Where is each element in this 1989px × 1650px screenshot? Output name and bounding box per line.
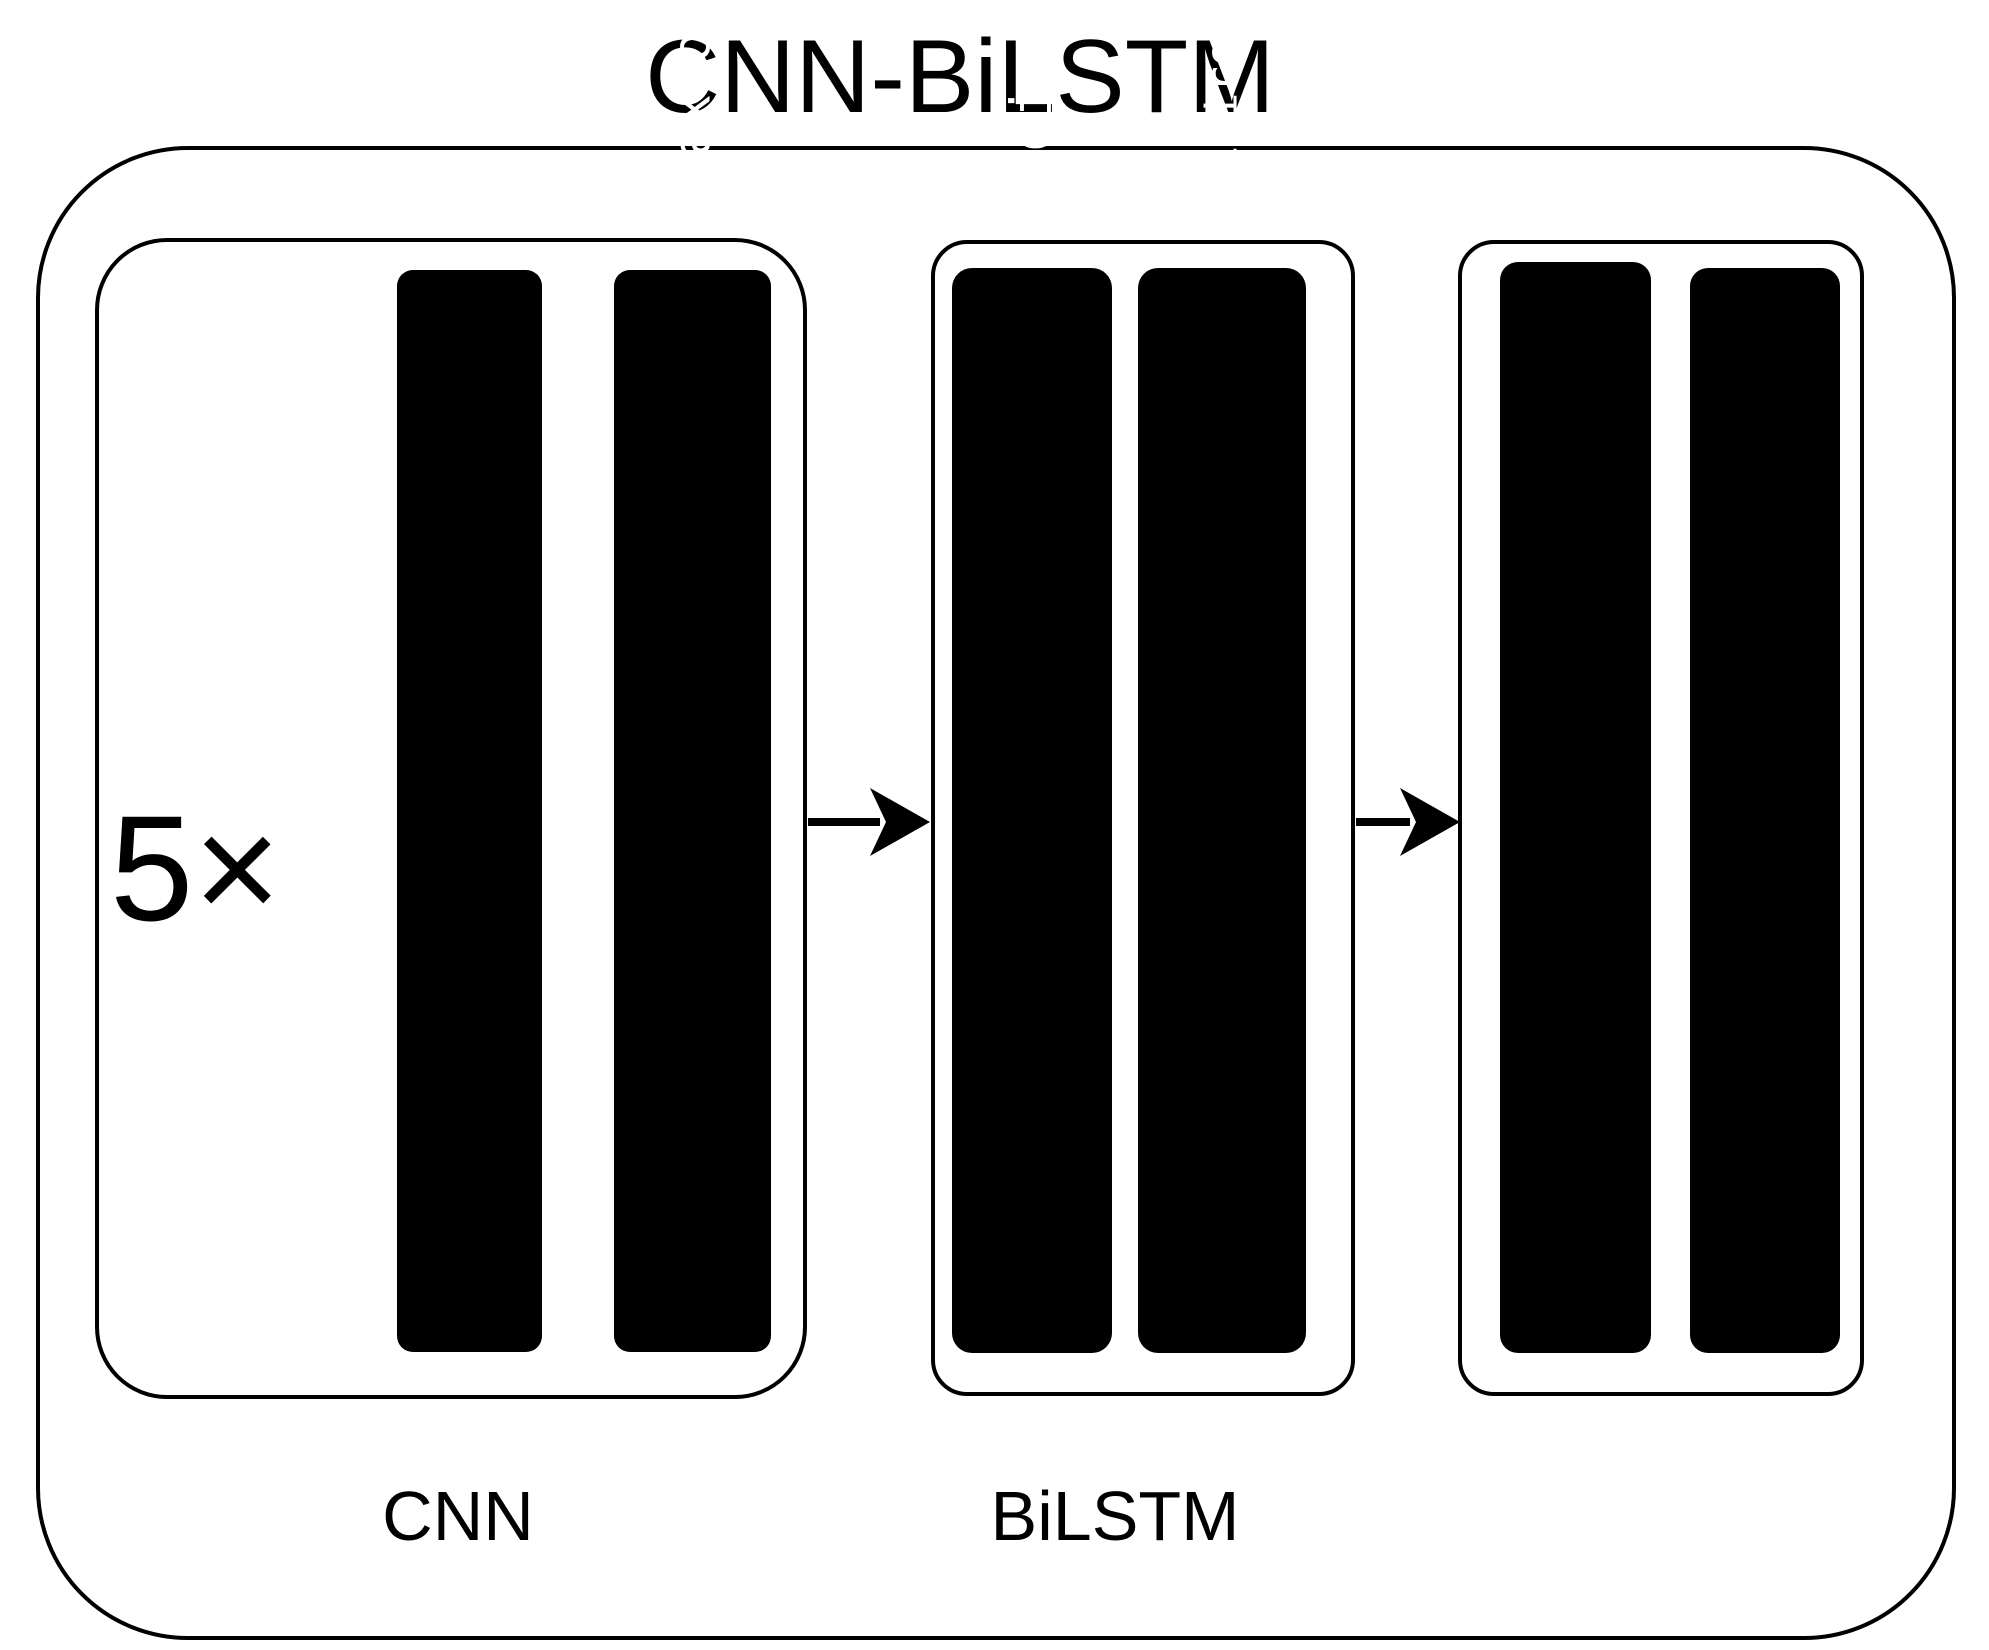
bidirectional-1-layer-label: Bidirectional-1 <box>1197 0 1248 199</box>
bidirectional-layer <box>952 268 1112 1353</box>
bilstm-block: Bidirectional Bidirectional-1 BiLSTM <box>931 0 1355 1555</box>
bilstm-to-dense-arrow <box>1356 788 1460 856</box>
dense-1-layer-label: Dense-1 <box>1731 0 1799 122</box>
conv1d-layer-label: Conv1D <box>437 0 502 101</box>
dense-block: Dense Dense-1 <box>1458 0 1864 1396</box>
dense-layer <box>1500 262 1651 1353</box>
cnn-block: 5× Conv1D MaxPooling1D CNN <box>95 0 807 1555</box>
cnn-repeat-count: 5× <box>110 784 281 952</box>
diagram-title: CNN-BiLSTM <box>645 19 1275 135</box>
cnn-block-frame <box>95 238 807 1399</box>
model-outer-frame <box>36 146 1956 1640</box>
cnn-to-bilstm-arrow <box>808 788 930 856</box>
maxpooling1d-layer-label: MaxPooling1D <box>663 0 723 188</box>
maxpooling1d-layer <box>614 270 771 1352</box>
bilstm-block-frame <box>931 240 1355 1396</box>
bidirectional-layer-label: Bidirectional <box>1000 0 1065 219</box>
bidirectional-1-layer <box>1138 268 1306 1353</box>
dense-block-frame <box>1458 240 1864 1396</box>
cnn-block-label: CNN <box>382 1477 534 1555</box>
dense-1-layer <box>1690 268 1840 1353</box>
bilstm-block-label: BiLSTM <box>991 1477 1240 1555</box>
conv1d-layer <box>397 270 542 1352</box>
dense-layer-label: Dense <box>1542 0 1610 87</box>
